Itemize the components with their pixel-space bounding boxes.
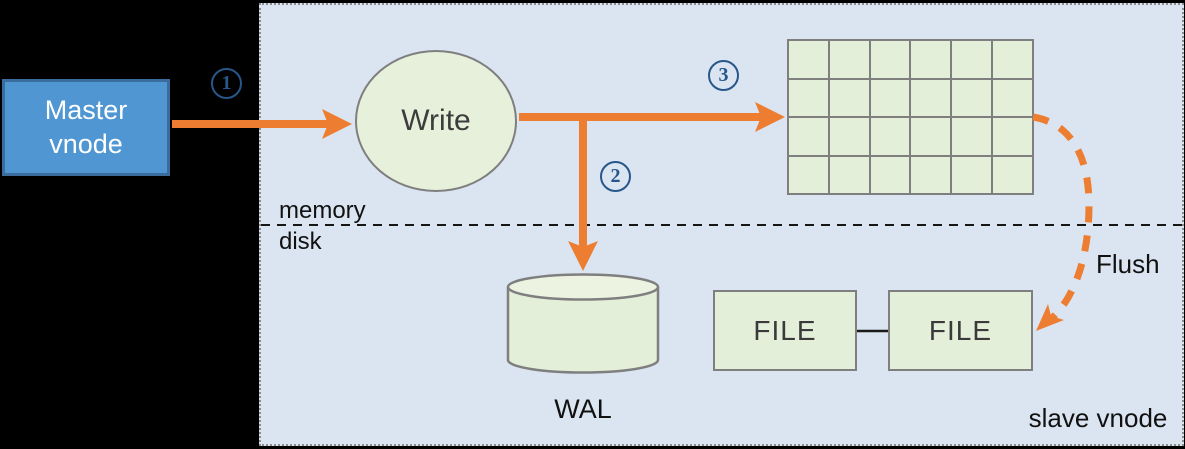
step-badge-2: 2 [600, 161, 631, 192]
file-box-1: FILE [713, 290, 857, 371]
slave-vnode-label: slave vnode [1028, 403, 1168, 433]
memory-label: memory [279, 197, 366, 224]
flush-label: Flush [1096, 249, 1160, 279]
write-ellipse: Write [355, 50, 517, 192]
step-3-number: 3 [718, 64, 729, 86]
memtable-cell [993, 41, 1032, 78]
memtable-cell [789, 156, 828, 193]
memtable-cell [993, 79, 1032, 116]
memtable-cell [829, 118, 869, 155]
memtable-cell [911, 41, 951, 78]
memtable-cell [952, 79, 992, 116]
memtable-cell [829, 41, 869, 78]
write-label: Write [401, 104, 471, 137]
memtable-grid [787, 39, 1034, 195]
memtable-cell [870, 118, 910, 155]
memtable-cell [789, 41, 828, 78]
memtable-cell [911, 118, 951, 155]
memtable-cell [911, 79, 951, 116]
memtable-cell [952, 41, 992, 78]
memtable-cell [829, 79, 869, 116]
memtable-cell [789, 118, 828, 155]
memtable-cell [789, 79, 828, 116]
master-vnode-box: Master vnode [2, 79, 170, 176]
memtable-cell [993, 156, 1032, 193]
step-badge-3: 3 [708, 60, 739, 91]
step-1-number: 1 [221, 72, 232, 94]
file-1-label: FILE [753, 314, 817, 346]
file-2-label: FILE [928, 314, 993, 346]
memtable-cell [911, 156, 951, 193]
memtable-cell [952, 118, 992, 155]
memtable-cell [993, 118, 1032, 155]
memtable-cell [952, 156, 992, 193]
file-box-2: FILE [888, 290, 1033, 371]
master-vnode-label-line2: vnode [49, 128, 123, 159]
disk-label: disk [279, 228, 322, 255]
step-badge-1: 1 [211, 68, 242, 99]
wal-label: WAL [554, 394, 612, 424]
step-2-number: 2 [610, 165, 621, 187]
memtable-cell [870, 79, 910, 116]
memtable-cell [870, 41, 910, 78]
memtable-cell [829, 156, 869, 193]
master-vnode-label-line1: Master [44, 94, 128, 125]
memtable-cell [870, 156, 910, 193]
